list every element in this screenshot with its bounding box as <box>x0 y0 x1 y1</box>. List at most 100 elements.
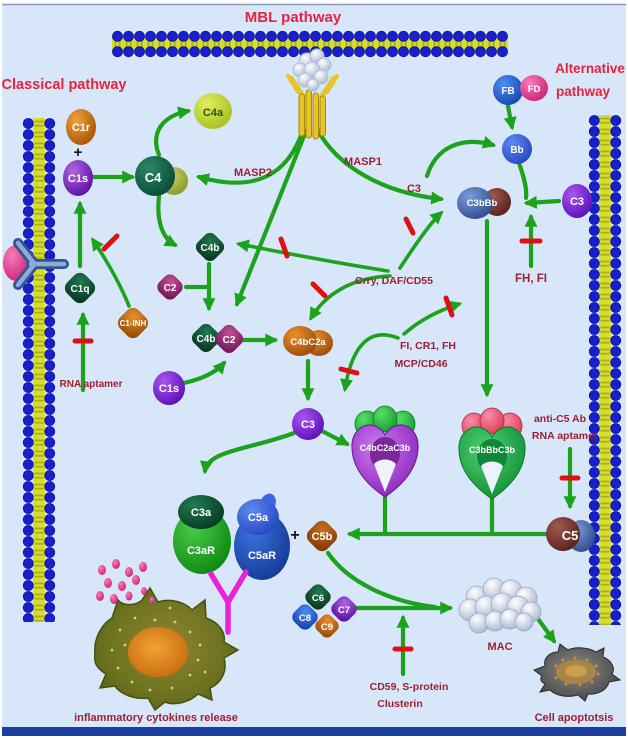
arrow-fi-to-c3 <box>340 333 400 393</box>
arrow-fb-to-bb <box>503 103 517 131</box>
inhibition-mark-c1inh <box>101 233 120 252</box>
arrow-c4-to-c4a <box>154 106 192 158</box>
cytokine-dot <box>125 591 133 601</box>
arrow-c1s-to-c2 <box>181 360 227 386</box>
macrophage-speckles <box>110 606 207 692</box>
inhibition-mark-crry-a <box>403 216 416 236</box>
c9-label: C9 <box>321 622 333 633</box>
c4-label: C4 <box>145 170 162 185</box>
tulip-notch <box>481 461 503 494</box>
node-c1s-top: C1s <box>63 160 93 196</box>
arrow-crry-to-c4b <box>235 239 390 273</box>
cell-apoptosis-label: Cell apoptotsis <box>535 712 614 724</box>
c8-label: C8 <box>299 613 311 624</box>
node-c2-pair: C2 <box>214 324 244 354</box>
c7-label: C7 <box>338 605 350 616</box>
inhibition-mark-c4b <box>278 236 290 259</box>
mbl-pathway-title: MBL pathway <box>245 9 342 26</box>
fi-cr1-fh-label: FI, CR1, FH <box>400 340 456 352</box>
antigen-antibody-icon <box>3 238 69 290</box>
cytokine-dot <box>110 594 118 604</box>
anti-c5-ab-label: anti-C5 Ab <box>534 413 586 425</box>
clusterin-label: Clusterin <box>377 698 423 710</box>
node-c3-right: C3 <box>562 184 592 218</box>
mbl-stalk <box>286 74 339 99</box>
node-c6: C6 <box>305 584 331 610</box>
arrow-c1inh-inhibit <box>91 237 131 308</box>
node-c3-center: C3 <box>292 408 324 440</box>
node-c1q: C1q <box>64 272 96 304</box>
arrow-loop-to-bb <box>424 136 497 179</box>
inhibition-marks <box>72 216 581 652</box>
mac-sphere <box>514 612 534 632</box>
masp2-label: MASP2 <box>234 167 272 179</box>
alternative-pathway-title-2: pathway <box>556 84 611 99</box>
cytokine-dot <box>132 575 140 585</box>
c3a-label: C3a <box>191 507 212 519</box>
node-c7: C7 <box>331 596 357 622</box>
cd59-sprotein-label: CD59, S-protein <box>370 681 449 693</box>
node-c3bbb: C3bBb <box>457 187 511 219</box>
node-c9: C9 <box>315 614 339 638</box>
c4b-label: C4b <box>201 243 220 254</box>
node-c3a-c3ar: C3a C3aR <box>173 495 231 574</box>
c3-right-label: C3 <box>570 196 584 208</box>
arrow-c3-to-c3bbb <box>523 195 562 209</box>
c6-label: C6 <box>312 593 324 604</box>
arrow-fi-a <box>402 300 463 336</box>
apoptotic-cell-core <box>565 665 587 677</box>
node-c5a-c5ar: C5a C5aR <box>234 493 290 580</box>
c3ar-label: C3aR <box>187 545 215 557</box>
node-c4: C4 <box>135 156 188 196</box>
cytokine-dot <box>149 596 155 604</box>
fh-fi-label: FH, FI <box>515 273 547 285</box>
inhibition-mark-fi-c3 <box>338 366 360 376</box>
crry-daf-label: Crry, DAF/CD55 <box>355 275 433 287</box>
complex-c3bbbc3b: C3bBbC3b <box>458 407 526 500</box>
c4bc2ac3b-label: C4bC2aC3b <box>360 443 411 453</box>
plus-sign-c5: + <box>290 527 299 544</box>
antibody-highlight <box>15 240 67 288</box>
c5-label: C5 <box>562 528 579 543</box>
bb-label: Bb <box>510 145 523 156</box>
node-c4bc2a: C4bC2a <box>283 326 333 356</box>
masp1-label: MASP1 <box>344 156 382 168</box>
node-bb: Bb <box>502 134 532 164</box>
cytokine-dot <box>141 587 147 595</box>
node-c1r: C1r <box>66 109 96 145</box>
tulip-notch <box>374 459 396 492</box>
node-c5b: C5b <box>306 520 338 552</box>
c4b-pair-label: C4b <box>197 334 216 345</box>
classical-pathway-title: Classical pathway <box>2 77 127 93</box>
arrow-mbl-to-c4b2 <box>234 128 309 308</box>
pathway-arrows <box>73 103 577 677</box>
node-c2: C2 <box>157 274 183 300</box>
node-c5: C5 <box>546 517 595 552</box>
arrow-masp1-to-c3bbb <box>314 126 445 205</box>
inhibition-mark-c4bc2a <box>310 281 328 299</box>
cytokine-dots <box>96 559 155 604</box>
mac-label: MAC <box>487 641 512 653</box>
mbl-stalk-bars <box>298 89 326 140</box>
fd-label: FD <box>528 84 541 95</box>
node-fb: FB <box>493 75 523 105</box>
arrow-c4-to-c4b <box>156 193 178 248</box>
c5ar-label: C5aR <box>248 550 276 562</box>
terminal-complex-cluster: C8 C6 C7 C9 <box>292 584 357 638</box>
macrophage-icon <box>94 586 240 712</box>
c1r-label: C1r <box>72 122 91 134</box>
arrow-masp2-to-c4 <box>195 127 306 186</box>
inhibition-mark-fi-a <box>443 295 455 318</box>
c3bbbc3b-label: C3bBbC3b <box>469 445 516 455</box>
node-c1inh: C1-INH <box>117 307 149 339</box>
cytokine-dot <box>104 578 112 588</box>
c1s-label: C1s <box>68 173 88 185</box>
c4bc2a-label: C4bC2a <box>290 337 326 348</box>
arrow-crry-to-c4bc2a <box>309 274 392 321</box>
node-c4a: C4a <box>194 93 232 129</box>
node-c4b-pair: C4b <box>191 323 221 353</box>
anti-c5-rna-label: RNA aptamer <box>532 430 598 442</box>
c2-label: C2 <box>164 283 177 294</box>
